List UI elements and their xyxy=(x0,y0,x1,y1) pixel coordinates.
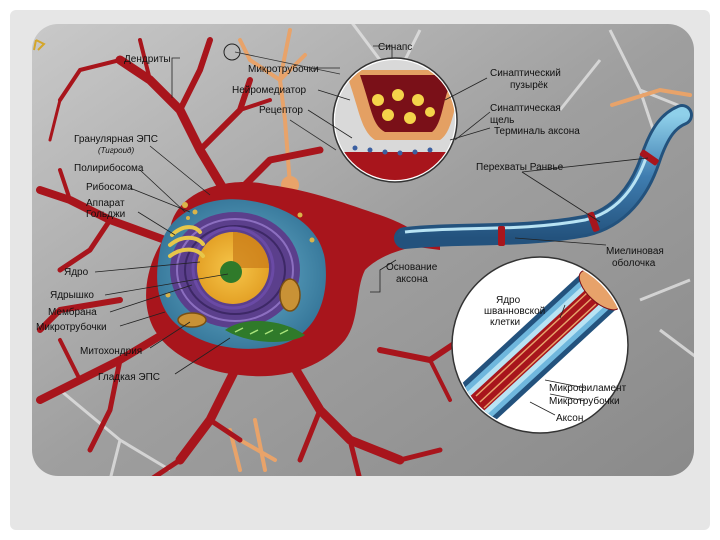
label-polyribosome: Полирибосома xyxy=(74,162,144,174)
label-myelin-1: Миелиновая xyxy=(606,246,664,257)
label-rough-er: Гранулярная ЭПС xyxy=(74,134,158,145)
label-golgi-1: Аппарат xyxy=(86,198,125,209)
label-axon-hillock-1: Основание xyxy=(386,262,438,273)
mitochondrion xyxy=(280,279,300,311)
label-mitochondrion: Митохондрия xyxy=(80,346,142,357)
nucleolus xyxy=(220,261,242,283)
label-rough-er-note: (Тигроид) xyxy=(98,146,134,155)
label-myelin-2: оболочка xyxy=(612,257,656,269)
mitochondrion xyxy=(178,313,206,327)
label-receptor: Рецептор xyxy=(259,105,303,116)
label-axon: Аксон xyxy=(556,413,583,424)
label-synaptic-cleft-2: щель xyxy=(490,115,514,126)
label-microtubules-left: Микротрубочки xyxy=(36,321,107,333)
label-nodes-ranvier: Перехваты Ранвье xyxy=(476,162,564,173)
label-ribosome: Рибосома xyxy=(86,181,133,193)
label-axon-hillock-2: аксона xyxy=(396,274,428,285)
label-microtubules-inset: Микротрубочки xyxy=(549,395,620,407)
label-microfilament: Микрофиламент xyxy=(549,382,627,394)
label-schwann-1: Ядро xyxy=(496,295,521,306)
label-smooth-er: Гладкая ЭПС xyxy=(98,372,160,383)
label-synapse: Синапс xyxy=(378,42,412,53)
label-golgi-2: Гольджи xyxy=(86,209,125,220)
label-schwann-3: клетки xyxy=(490,317,520,328)
label-synaptic-cleft-1: Синаптическая xyxy=(490,103,561,114)
node-of-ranvier xyxy=(498,226,505,246)
label-schwann-2: шванновской xyxy=(484,306,545,317)
label-axon-terminal: Терминаль аксона xyxy=(494,126,580,137)
label-nucleus: Ядро xyxy=(64,267,89,278)
label-synaptic-vesicle-2: пузырёк xyxy=(510,80,548,91)
label-synaptic-vesicle-1: Синаптический xyxy=(490,68,561,79)
label-nucleolus: Ядрышко xyxy=(50,290,94,301)
label-neurotransmitter: Нейромедиатор xyxy=(232,85,307,96)
label-membrane: Мембрана xyxy=(48,306,97,318)
label-microtubules-top: Микротрубочки xyxy=(248,63,319,75)
label-dendrites: Дендриты xyxy=(124,54,171,65)
